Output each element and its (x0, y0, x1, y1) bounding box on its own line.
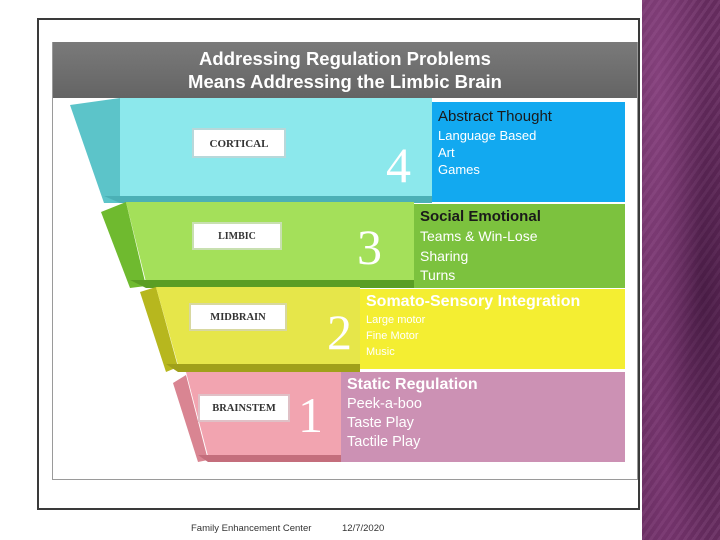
panel-2-heading: Somato-Sensory Integration (366, 293, 581, 310)
panel-2-item: Large motor (366, 314, 426, 326)
midbrain-label-plate (189, 303, 287, 331)
panel-somato-sensory: Somato-Sensory Integration Large motor F… (360, 289, 625, 369)
brainstem-label: BRAINSTEM (212, 403, 276, 414)
panel-3-heading: Social Emotional (420, 208, 541, 225)
panel-static-regulation: Static Regulation Peek-a-boo Taste Play … (341, 372, 625, 462)
decorative-side-panel (642, 0, 720, 540)
diagram-title-bar: Addressing Regulation Problems Means Add… (53, 42, 637, 98)
level-number-2: 2 (327, 304, 352, 360)
level-number-1: 1 (298, 387, 323, 443)
midbrain-label: MIDBRAIN (210, 312, 266, 323)
panel-4-item: Language Based (438, 128, 537, 143)
panel-1-item: Peek-a-boo (347, 396, 422, 412)
title-line-1: Addressing Regulation Problems (199, 48, 491, 69)
cortical-label-plate (192, 128, 286, 158)
panel-social-emotional: Social Emotional Teams & Win-Lose Sharin… (414, 204, 625, 288)
limbic-side-face (101, 202, 146, 288)
cortical-label: CORTICAL (209, 138, 269, 150)
footer-organization: Family Enhancement Center (191, 523, 312, 534)
panel-2-item: Music (366, 346, 395, 358)
limbic-label-plate (192, 222, 282, 250)
funnel-level-brainstem (173, 372, 341, 462)
limbic-label: LIMBIC (218, 231, 256, 242)
level-number-4: 4 (386, 137, 411, 193)
panel-1-item: Tactile Play (347, 434, 421, 450)
panel-3-item: Sharing (420, 247, 469, 264)
midbrain-side-face (140, 287, 178, 372)
funnel-level-limbic (101, 202, 414, 288)
panel-2-item: Fine Motor (366, 330, 419, 342)
panel-abstract-thought: Abstract Thought Language Based Art Game… (432, 102, 625, 202)
cortical-bottom-face (104, 196, 432, 203)
panel-4-heading: Abstract Thought (438, 108, 552, 125)
brainstem-label-plate (198, 394, 290, 422)
panel-1-heading: Static Regulation (347, 376, 478, 393)
panel-4-item: Art (438, 145, 455, 160)
limbic-bottom-face (130, 280, 414, 288)
panel-1-item: Taste Play (347, 415, 414, 431)
funnel-level-cortical (70, 98, 432, 203)
funnel-level-midbrain (140, 287, 360, 372)
footer-date: 12/7/2020 (342, 523, 385, 534)
brainstem-side-face (173, 375, 208, 462)
title-line-2: Means Addressing the Limbic Brain (188, 71, 502, 92)
midbrain-bottom-face (166, 364, 360, 372)
brainstem-bottom-face (198, 455, 341, 462)
panel-4-item: Games (438, 162, 480, 177)
panel-3-item: Teams & Win-Lose (420, 228, 538, 244)
cortical-side-face (70, 98, 120, 203)
level-number-3: 3 (357, 219, 382, 275)
panel-3-item: Turns (420, 267, 456, 283)
